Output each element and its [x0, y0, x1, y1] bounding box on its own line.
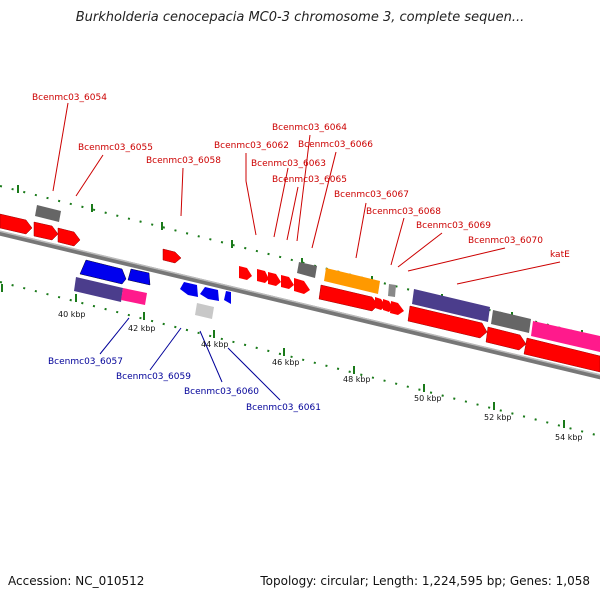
tick-label-52: 52 kbp — [484, 413, 512, 422]
label-6061: Bcenmc03_6061 — [246, 403, 321, 413]
label-6054: Bcenmc03_6054 — [32, 93, 107, 103]
label-6070: Bcenmc03_6070 — [468, 236, 543, 246]
gene-6057b — [127, 268, 151, 286]
gene-6066-grey — [297, 262, 317, 278]
reverse-strand-genes — [74, 259, 231, 319]
gene-6055b — [57, 227, 81, 247]
gene-6065 — [281, 275, 294, 289]
inner-scale-dots — [0, 281, 600, 437]
gene-6057a — [79, 259, 127, 285]
label-6064: Bcenmc03_6064 — [272, 123, 347, 133]
label-6063: Bcenmc03_6063 — [251, 159, 326, 169]
tick-label-46: 46 kbp — [272, 358, 300, 367]
gene-6059-grey — [195, 303, 214, 319]
label-6055: Bcenmc03_6055 — [78, 143, 153, 153]
label-6066: Bcenmc03_6066 — [298, 140, 373, 150]
gene-kate-pink — [531, 321, 600, 352]
gene-6066 — [294, 278, 310, 294]
tick-label-42: 42 kbp — [128, 324, 156, 333]
gene-6054-grey — [35, 205, 61, 222]
gene-6063 — [257, 269, 269, 283]
gene-6069-purple — [412, 289, 490, 322]
gene-6055 — [33, 221, 59, 241]
tick-label-50: 50 kbp — [414, 394, 442, 403]
tick-label-40: 40 kbp — [58, 310, 86, 319]
label-6067: Bcenmc03_6067 — [334, 190, 409, 200]
label-6060: Bcenmc03_6060 — [184, 387, 259, 397]
backbone — [0, 230, 600, 380]
gene-6064 — [268, 272, 281, 286]
label-6059: Bcenmc03_6059 — [116, 372, 191, 382]
gene-6069-grey — [388, 284, 396, 297]
inner-scale-major-ticks — [1, 284, 565, 428]
label-6062: Bcenmc03_6062 — [214, 141, 289, 151]
gene-6057-purple — [74, 277, 123, 302]
gene-6059 — [180, 282, 198, 297]
map-title: Burkholderia cenocepacia MC0-3 chromosom… — [75, 10, 525, 25]
gene-6054 — [0, 213, 33, 235]
gene-6070-grey — [491, 310, 531, 333]
gene-6069 — [407, 305, 488, 339]
tick-label-44: 44 kbp — [201, 340, 229, 349]
gene-6062 — [239, 266, 252, 280]
gene-6067-orange — [324, 268, 380, 294]
label-6069: Bcenmc03_6069 — [416, 221, 491, 231]
gene-6058 — [162, 248, 182, 264]
top-labels — [52, 102, 561, 285]
gene-6060 — [200, 287, 219, 301]
tick-label-48: 48 kbp — [343, 375, 371, 384]
gene-6057-pink — [121, 288, 147, 305]
accession-text: Accession: NC_010512 — [8, 574, 145, 588]
label-6065: Bcenmc03_6065 — [272, 175, 347, 185]
gene-6070 — [485, 326, 527, 351]
topology-summary: Topology: circular; Length: 1,224,595 bp… — [260, 574, 590, 588]
gene-6061 — [224, 291, 231, 304]
gene-6068c — [390, 301, 404, 315]
label-6068: Bcenmc03_6068 — [366, 207, 441, 217]
label-6057: Bcenmc03_6057 — [48, 357, 123, 367]
label-kate: katE — [550, 250, 570, 260]
tick-label-54: 54 kbp — [555, 433, 583, 442]
forward-strand-genes — [0, 205, 600, 373]
label-6058: Bcenmc03_6058 — [146, 156, 221, 166]
gene-kate — [523, 337, 600, 373]
bottom-labels — [99, 317, 281, 401]
